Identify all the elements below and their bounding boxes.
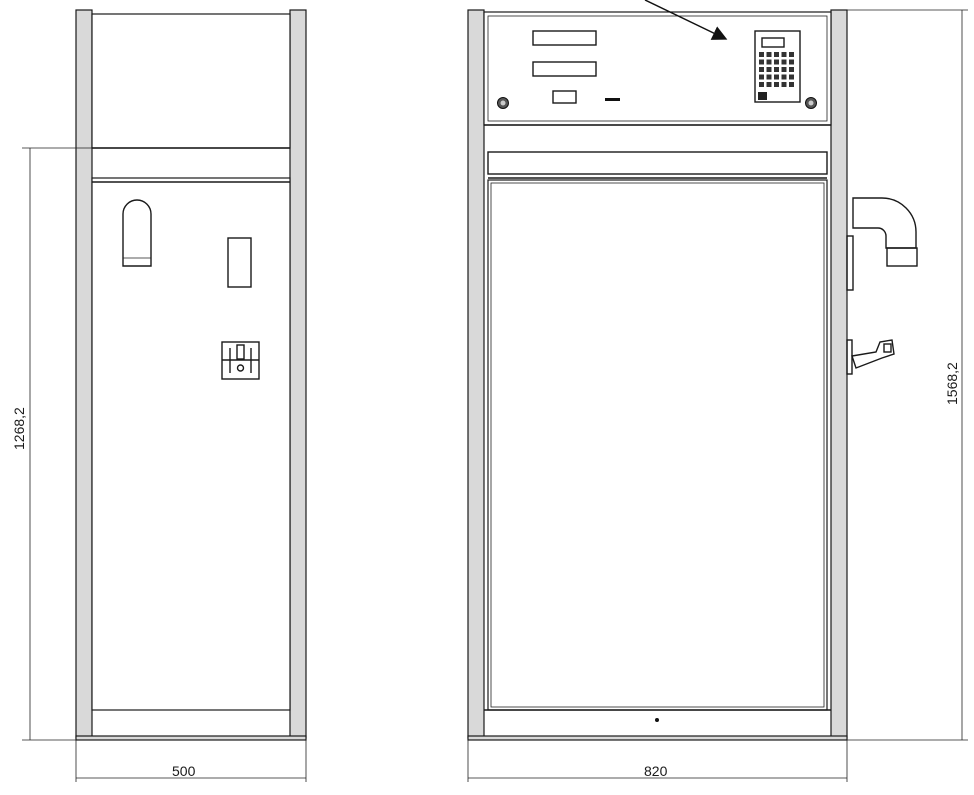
side-door-panel	[91, 177, 291, 711]
side-base	[75, 735, 307, 741]
nozzle-hook	[846, 339, 895, 375]
side-right-post	[289, 9, 307, 739]
keypad-terminal	[754, 30, 801, 103]
keypad-key	[789, 67, 794, 72]
unit-display	[552, 90, 577, 104]
keypad-key	[781, 67, 787, 72]
volume-display	[532, 61, 597, 77]
side-view: 1268,2 500	[11, 9, 307, 782]
keypad-key	[774, 67, 779, 72]
dim-total-height: 1568,2	[944, 362, 960, 405]
keypad-key	[766, 59, 772, 65]
keypad-key	[766, 67, 772, 72]
keypad-key	[781, 82, 787, 87]
dim-side-height: 1268,2	[11, 407, 27, 450]
keypad-key	[759, 74, 764, 80]
front-left-post	[467, 9, 485, 739]
keypad-key	[759, 67, 764, 72]
side-window	[227, 237, 252, 288]
keypad-key	[789, 52, 794, 57]
keypad-key	[766, 74, 772, 80]
lock-icon	[221, 341, 260, 380]
price-display	[532, 30, 597, 46]
keypad-key	[766, 82, 772, 87]
keypad-key	[774, 74, 779, 80]
separator-band	[487, 151, 828, 175]
keypad-key	[774, 82, 779, 87]
screw-icon	[497, 97, 509, 109]
keypad-key	[789, 82, 794, 87]
indicator-bar	[605, 98, 620, 101]
keypad-key	[759, 59, 764, 65]
keypad-key	[781, 59, 787, 65]
nozzle-holder	[122, 199, 152, 267]
annotation-arrow	[644, 0, 728, 40]
keypad-keys	[759, 52, 794, 87]
keypad-key	[781, 74, 787, 80]
side-top-panel	[91, 13, 291, 149]
door-keyhole	[655, 718, 659, 722]
keypad-key	[789, 74, 794, 80]
screw-icon	[805, 97, 817, 109]
dim-side-width: 500	[172, 763, 196, 779]
keypad-key	[774, 59, 779, 65]
keypad-key	[781, 52, 787, 57]
front-right-post	[830, 9, 848, 739]
front-door-panel	[487, 179, 828, 711]
dim-front-width: 820	[644, 763, 668, 779]
keypad-key	[759, 82, 764, 87]
keypad-key	[766, 52, 772, 57]
keypad-key	[789, 59, 794, 65]
keypad-key	[774, 52, 779, 57]
keypad-key	[759, 52, 764, 57]
front-base	[467, 735, 848, 741]
front-view: 1568,2 820	[467, 0, 968, 782]
side-left-post	[75, 9, 93, 739]
hose-outlet	[846, 197, 918, 291]
